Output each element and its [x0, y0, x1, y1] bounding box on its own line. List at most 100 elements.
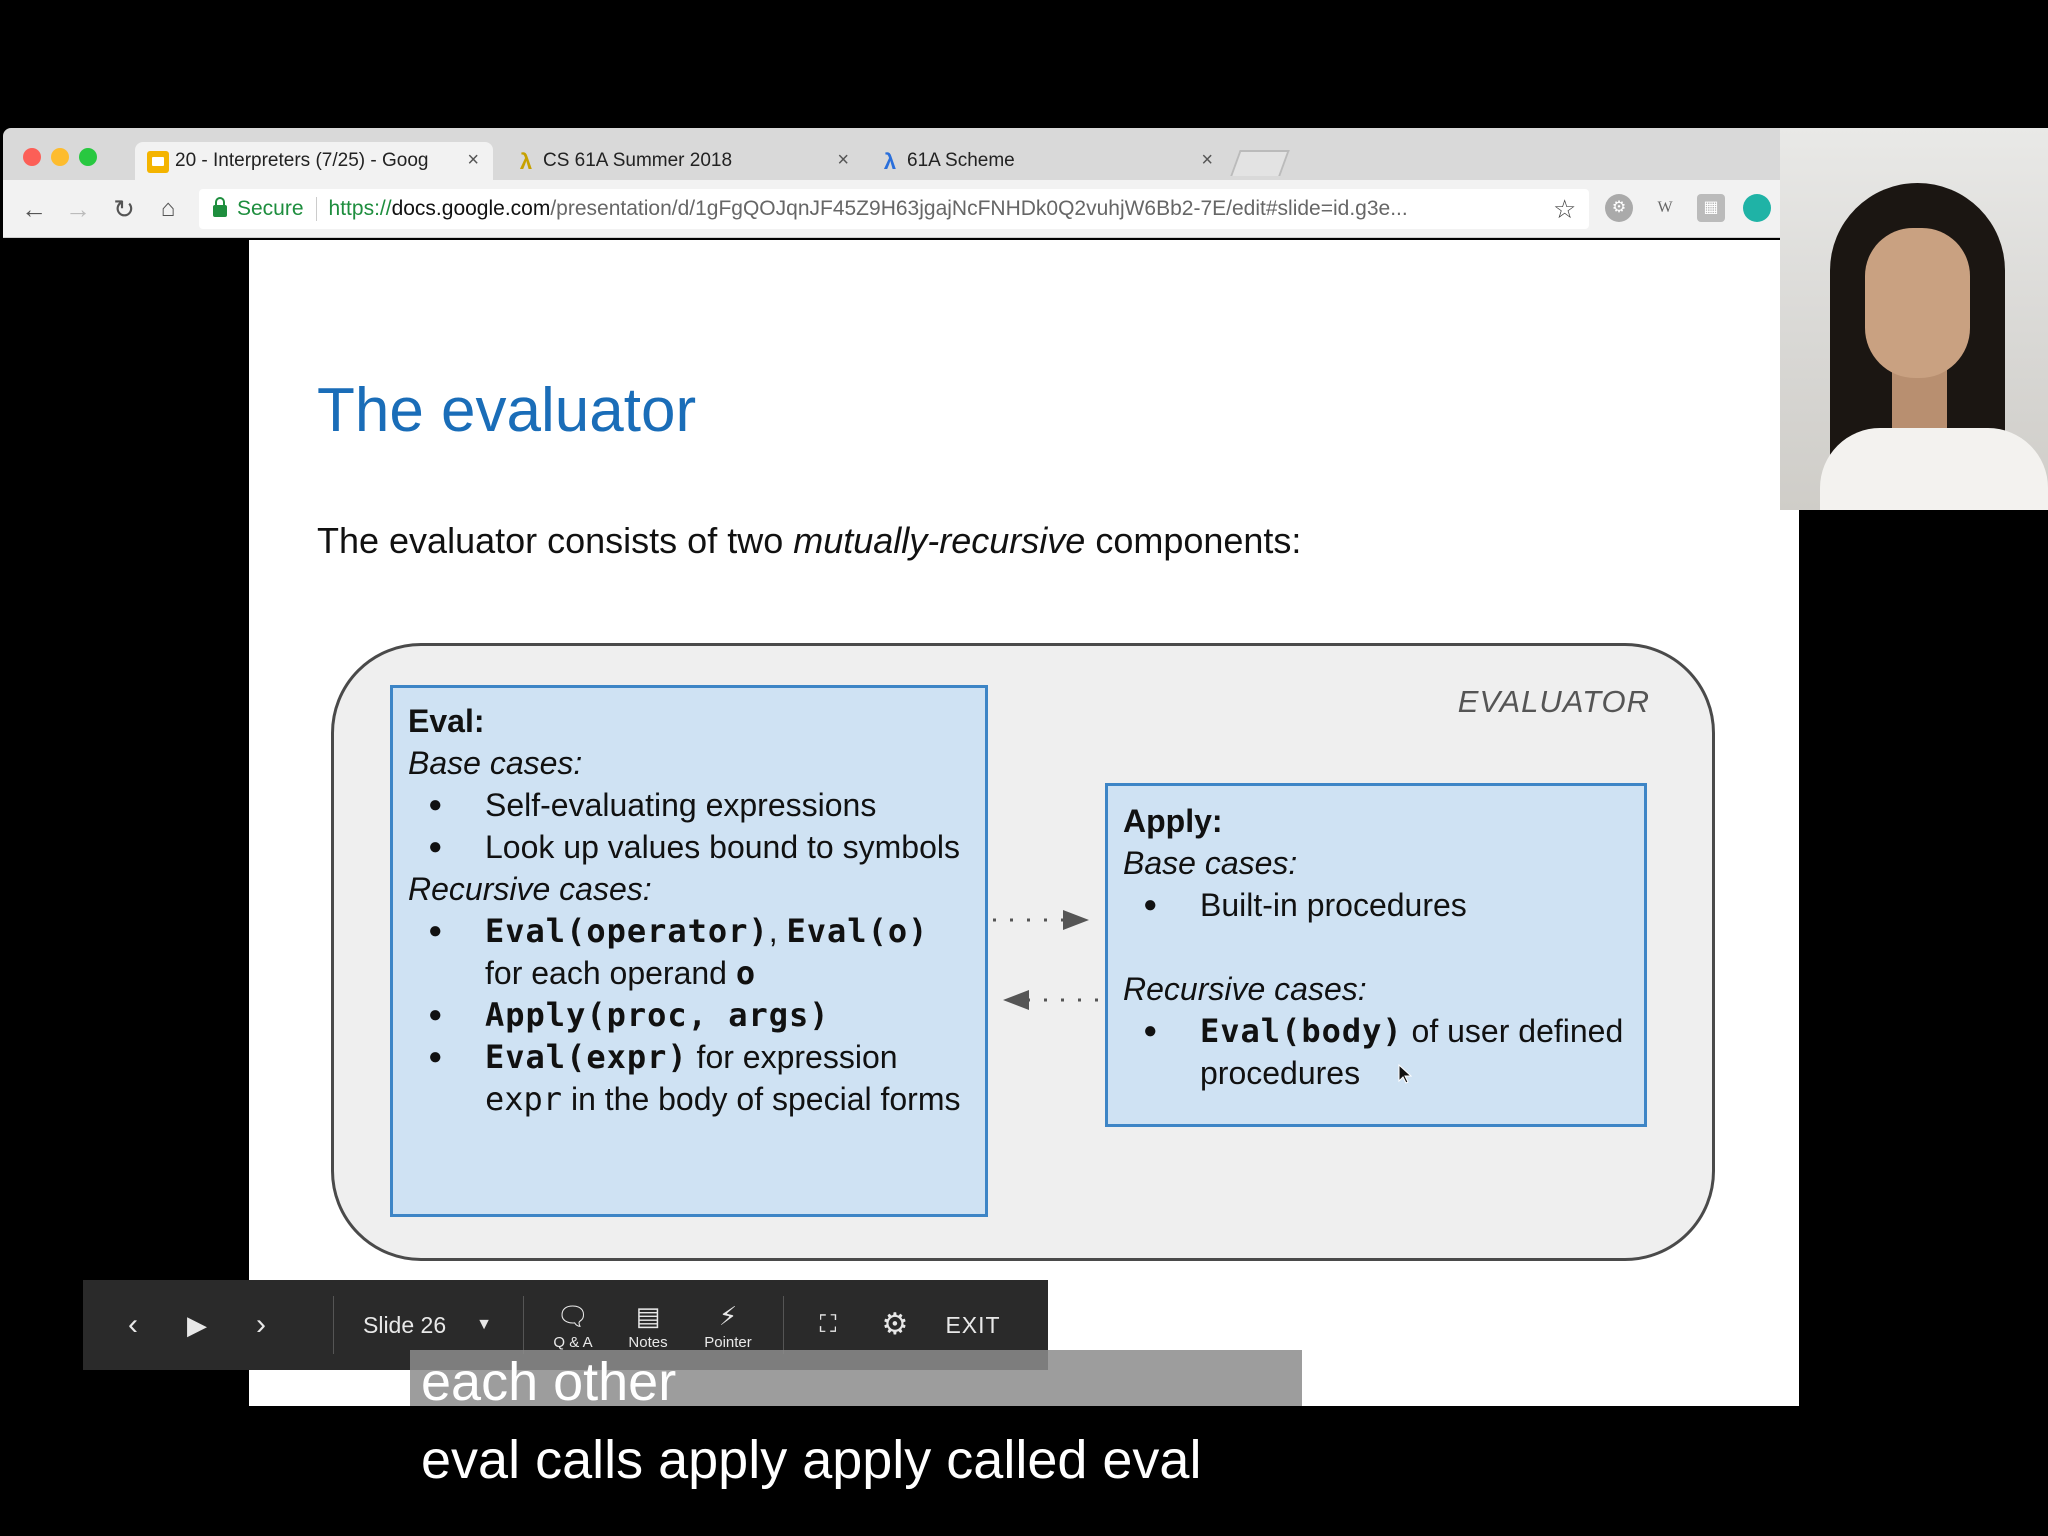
- next-slide-button[interactable]: ›: [231, 1280, 291, 1370]
- home-icon[interactable]: ⌂: [160, 195, 176, 222]
- tab-label: 61A Scheme: [907, 150, 1015, 171]
- toolbar-divider: [333, 1296, 334, 1354]
- code-o: o: [735, 954, 757, 992]
- code-eval-expr: Eval(expr): [485, 1038, 688, 1076]
- bookmark-star-icon[interactable]: ☆: [1553, 194, 1577, 224]
- maximize-window-button[interactable]: [79, 148, 97, 166]
- tab-label: 20 - Interpreters (7/25) - Goog: [175, 150, 429, 171]
- address-bar[interactable]: Secure https:// docs.google.com /present…: [199, 189, 1589, 229]
- eval-recursive-item: Apply(proc, args): [408, 994, 970, 1036]
- eval-base-label: Base cases:: [408, 745, 583, 781]
- code-eval-o: Eval(o): [786, 912, 929, 950]
- back-icon[interactable]: ←: [21, 194, 47, 224]
- eval-heading: Eval:: [408, 703, 485, 739]
- code-apply: Apply(proc, args): [485, 996, 830, 1034]
- tab-interpreters[interactable]: 20 - Interpreters (7/25) - Goog ×: [135, 142, 493, 180]
- intro-emphasis: mutually-recursive: [793, 520, 1086, 561]
- fullscreen-icon: ⛶: [819, 1311, 837, 1338]
- wikipedia-extension-icon[interactable]: W: [1657, 199, 1673, 216]
- notes-label: Notes: [628, 1333, 668, 1351]
- slide-number-label: Slide 26: [363, 1311, 447, 1338]
- close-tab-icon[interactable]: ×: [837, 149, 849, 171]
- caption-line: each other: [421, 1352, 677, 1412]
- fullscreen-button[interactable]: ⛶: [798, 1280, 858, 1370]
- code-separator: ,: [768, 913, 787, 949]
- close-window-button[interactable]: [23, 148, 41, 166]
- secure-label: Secure: [237, 197, 304, 220]
- tab-strip: 20 - Interpreters (7/25) - Goog × λ CS 6…: [3, 128, 1783, 180]
- forward-icon[interactable]: →: [65, 194, 91, 224]
- chevron-left-icon: ‹: [128, 1308, 138, 1341]
- apply-box: Apply: Base cases: Built-in procedures R…: [1105, 783, 1647, 1127]
- tab-cs61a-summer[interactable]: λ CS 61A Summer 2018 ×: [503, 142, 863, 180]
- close-tab-icon[interactable]: ×: [467, 149, 479, 171]
- notes-button[interactable]: ▤ Notes: [613, 1280, 683, 1370]
- settings-button[interactable]: ⚙: [865, 1280, 925, 1370]
- browser-toolbar: ← → ↻ ⌂ Secure https:// docs.google.com …: [3, 180, 1783, 238]
- exit-button[interactable]: EXIT: [933, 1280, 1013, 1370]
- intro-text: The evaluator consists of two: [317, 520, 794, 561]
- rec-text: for expression: [687, 1039, 898, 1075]
- notes-icon: ▤: [635, 1300, 661, 1331]
- caption-background: [410, 1350, 1302, 1406]
- intro-text-end: components:: [1085, 520, 1302, 561]
- eval-recursive-item: Eval(expr) for expression expr in the bo…: [408, 1036, 970, 1120]
- arrow-left-icon: [1003, 990, 1099, 1010]
- google-slides-icon: [147, 151, 169, 173]
- slide-title: The evaluator: [317, 376, 697, 445]
- pointer-button[interactable]: ⚡ Pointer: [688, 1280, 768, 1370]
- spacer: [1123, 926, 1629, 968]
- eval-recursive-label: Recursive cases:: [408, 871, 652, 907]
- chevron-right-icon: ›: [256, 1308, 266, 1341]
- arrow-right-icon: [993, 910, 1089, 930]
- eval-recursive-item: Eval(operator), Eval(o) for each operand…: [408, 910, 970, 994]
- grid-extension-icon[interactable]: ▦: [1697, 194, 1725, 222]
- previous-slide-button[interactable]: ‹: [103, 1280, 163, 1370]
- toolbar-divider: [783, 1296, 784, 1354]
- pointer-label: Pointer: [704, 1333, 752, 1351]
- qa-button[interactable]: 🗨 Q & A: [538, 1280, 608, 1370]
- omnibox-divider: [315, 197, 317, 221]
- gear-icon: ⚙: [881, 1308, 909, 1341]
- apply-recursive-item: Eval(body) of user defined procedures: [1123, 1010, 1629, 1094]
- lambda-icon: λ: [519, 149, 533, 174]
- eval-base-item: Self-evaluating expressions: [408, 784, 970, 826]
- exit-label: EXIT: [945, 1311, 1001, 1338]
- play-button[interactable]: ▶: [167, 1280, 227, 1370]
- qa-label: Q & A: [553, 1333, 593, 1351]
- rec-text: for each operand: [485, 955, 736, 991]
- qa-icon: 🗨: [556, 1300, 590, 1331]
- code-eval-operator: Eval(operator): [485, 912, 769, 950]
- tab-61a-scheme[interactable]: λ 61A Scheme ×: [867, 142, 1227, 180]
- settings-extension-icon[interactable]: ⚙: [1605, 194, 1633, 222]
- code-eval-body: Eval(body): [1200, 1012, 1403, 1050]
- code-expr: expr: [485, 1080, 563, 1118]
- minimize-window-button[interactable]: [51, 148, 69, 166]
- caption-line: eval calls apply apply called eval: [421, 1430, 1202, 1490]
- apply-base-label: Base cases:: [1123, 845, 1298, 881]
- pointer-icon: ⚡: [718, 1300, 738, 1331]
- close-tab-icon[interactable]: ×: [1201, 149, 1213, 171]
- eval-box: Eval: Base cases: Self-evaluating expres…: [390, 685, 988, 1217]
- url-protocol: https://: [328, 197, 392, 220]
- slide-selector[interactable]: Slide 26 ▼: [363, 1280, 492, 1370]
- new-tab-button[interactable]: [1230, 150, 1290, 176]
- webcam-overlay: [1780, 128, 2048, 510]
- rec-text: of user defined procedures: [1200, 1013, 1624, 1091]
- lock-icon: [213, 197, 227, 217]
- rec-text: in the body of special forms: [562, 1081, 961, 1117]
- url-path: /presentation/d/1gFgQOJqnJF45Z9H63jgajNc…: [550, 197, 1408, 220]
- presenter-shirt: [1820, 428, 2048, 510]
- reload-icon[interactable]: ↻: [113, 194, 135, 224]
- apply-heading: Apply:: [1123, 803, 1223, 839]
- eval-base-item: Look up values bound to symbols: [408, 826, 970, 868]
- evaluator-label: EVALUATOR: [1457, 684, 1650, 719]
- lambda-icon: λ: [883, 149, 897, 174]
- url-host: docs.google.com: [391, 197, 551, 220]
- presenter-face: [1865, 228, 1970, 378]
- apply-base-item: Built-in procedures: [1123, 884, 1629, 926]
- slide-intro: The evaluator consists of two mutually-r…: [317, 520, 1301, 562]
- caret-down-icon: ▼: [476, 1316, 492, 1333]
- tab-label: CS 61A Summer 2018: [543, 150, 733, 171]
- profile-extension-icon[interactable]: [1743, 194, 1771, 222]
